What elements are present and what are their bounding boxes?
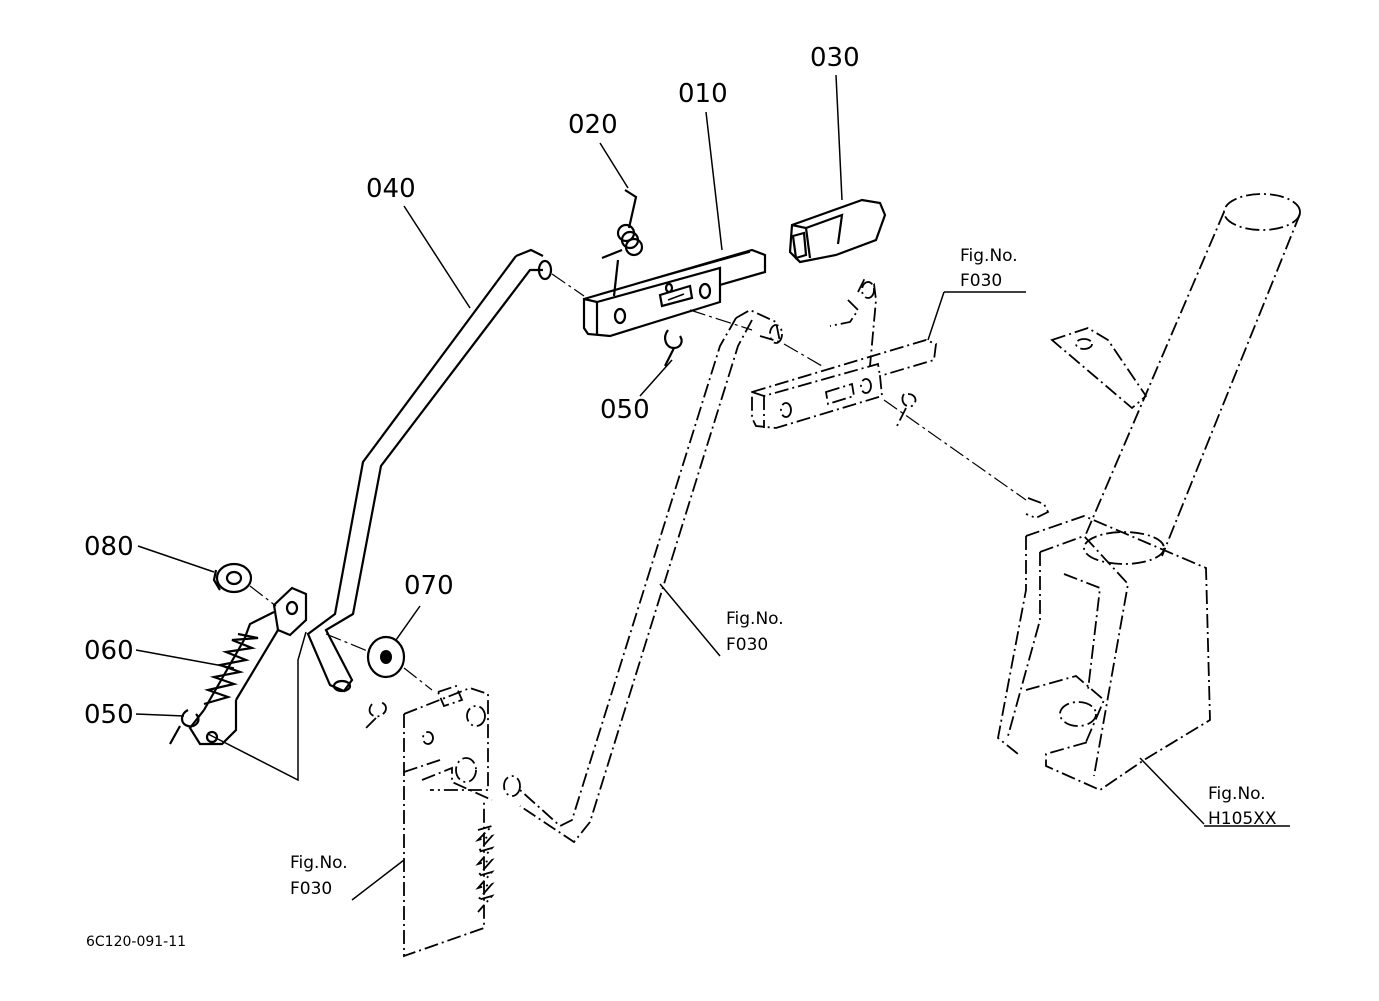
label-050-lower: 050 (84, 700, 134, 730)
label-010: 010 (678, 79, 728, 109)
fig-ref-top-right-number: F030 (960, 271, 1002, 291)
middle-rod-reference (503, 308, 783, 844)
leader-010 (705, 111, 723, 251)
label-030: 030 (810, 43, 860, 73)
right-lever-plate-reference (751, 278, 937, 429)
part-060-ratchet-plate[interactable] (188, 586, 308, 746)
axis-right (883, 399, 1027, 501)
axis-middle (689, 309, 753, 331)
fig-ref-column-label: Fig.No. (1208, 784, 1266, 804)
label-020: 020 (568, 110, 618, 140)
fig-ref-bottom-left-number: F030 (290, 879, 332, 899)
pivot-line-060 (207, 631, 307, 782)
leader-020 (599, 142, 629, 189)
fig-ref-middle-label: Fig.No. (726, 609, 784, 629)
fig-ref-bottom-left-label: Fig.No. (290, 853, 348, 873)
fig-ref-column-number: H105XX (1208, 809, 1277, 829)
leader-040 (403, 205, 471, 309)
fig-ref-top-right-label: Fig.No. (960, 246, 1018, 266)
axis-070 (325, 633, 371, 653)
leader-030 (835, 74, 843, 201)
part-080-nut[interactable] (212, 562, 253, 594)
axis-040-top (551, 273, 585, 297)
leader-080 (137, 545, 215, 573)
part-050-clip-upper[interactable] (664, 329, 683, 367)
leader-fig-middle (659, 583, 721, 657)
axis-080 (249, 585, 277, 607)
label-050-upper: 050 (600, 395, 650, 425)
leader-070 (395, 605, 421, 641)
part-040-rod[interactable] (306, 248, 553, 693)
ratchet-lever-reference (363, 684, 496, 958)
axis-070-b (403, 667, 433, 691)
part-030-grip[interactable] (788, 198, 887, 264)
drawing-code: 6C120-091-11 (86, 934, 186, 950)
label-040: 040 (366, 174, 416, 204)
axis-middle-b (783, 343, 823, 367)
label-060: 060 (84, 636, 134, 666)
label-070: 070 (404, 571, 454, 601)
part-070-washer[interactable] (366, 635, 406, 679)
leader-fig-top-right (927, 291, 945, 341)
leader-060 (135, 649, 235, 669)
label-080: 080 (84, 532, 134, 562)
leader-fig-bottom-left (351, 859, 405, 901)
column-bracket-reference (997, 193, 1301, 792)
part-010-lever-plate[interactable] (582, 248, 767, 338)
fig-ref-middle-number: F030 (726, 635, 768, 655)
part-020-spring[interactable] (601, 189, 644, 297)
part-050-clip-lower[interactable] (169, 709, 200, 745)
leader-050-lower (135, 713, 185, 717)
leader-fig-column (1139, 757, 1205, 825)
leader-050-upper (639, 359, 673, 397)
